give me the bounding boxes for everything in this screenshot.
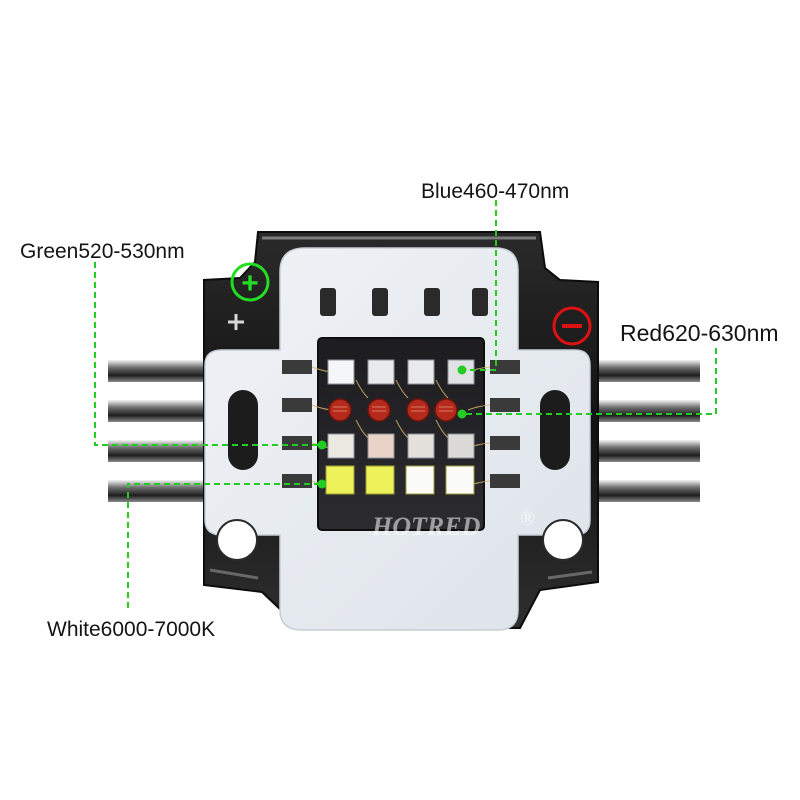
mount-hole-right xyxy=(542,519,584,561)
led-chip-red xyxy=(406,398,430,422)
pin xyxy=(108,480,218,502)
led-row-white xyxy=(325,465,475,495)
led-chip-white xyxy=(405,465,435,495)
watermark-mark: ® xyxy=(520,508,535,530)
label-red-wavelength: Red620-630nm xyxy=(620,320,779,346)
led-chip-blue xyxy=(367,359,395,385)
leader-line-white xyxy=(127,483,322,608)
led-chip-red xyxy=(434,398,458,422)
oval-slot-right xyxy=(540,390,570,470)
board-slots xyxy=(320,288,488,316)
led-chip-white xyxy=(445,465,475,495)
leader-line-green xyxy=(94,262,322,446)
led-chip-blue xyxy=(327,359,355,385)
bond-pads xyxy=(282,360,520,488)
leader-lines xyxy=(94,200,717,608)
led-chip-green xyxy=(407,433,435,459)
pin xyxy=(108,360,218,382)
pin xyxy=(590,400,700,422)
pin xyxy=(590,440,700,462)
oval-slot-left xyxy=(228,390,258,470)
label-blue-wavelength: Blue460-470nm xyxy=(421,180,570,203)
led-chip-red xyxy=(328,398,352,422)
frame-mark-icon xyxy=(228,314,244,330)
watermark: HOTRED xyxy=(371,512,481,541)
label-white-colortemp: White6000-7000K xyxy=(47,618,216,641)
led-row-blue xyxy=(327,359,475,385)
pin xyxy=(108,440,218,462)
leader-dots xyxy=(317,365,467,489)
pin xyxy=(108,400,218,422)
leader-line-blue xyxy=(462,200,497,371)
negative-polarity-icon xyxy=(552,306,592,346)
pin xyxy=(590,360,700,382)
led-chip-white xyxy=(365,465,395,495)
led-chip-green xyxy=(447,433,475,459)
pin xyxy=(590,480,700,502)
pins-right xyxy=(590,360,700,502)
positive-polarity-icon: + xyxy=(230,262,270,302)
mount-hole-left xyxy=(216,519,258,561)
led-chip-blue xyxy=(407,359,435,385)
led-row-green xyxy=(327,433,475,459)
label-green-wavelength: Green520-530nm xyxy=(20,240,185,263)
led-chip-red xyxy=(367,398,391,422)
led-row-red xyxy=(328,398,458,422)
led-chip-green xyxy=(367,433,395,459)
leader-line-red xyxy=(462,348,717,415)
pins-left xyxy=(108,360,218,502)
led-chip-green xyxy=(327,433,355,459)
svg-text:+: + xyxy=(241,267,259,300)
led-chip-white xyxy=(325,465,355,495)
